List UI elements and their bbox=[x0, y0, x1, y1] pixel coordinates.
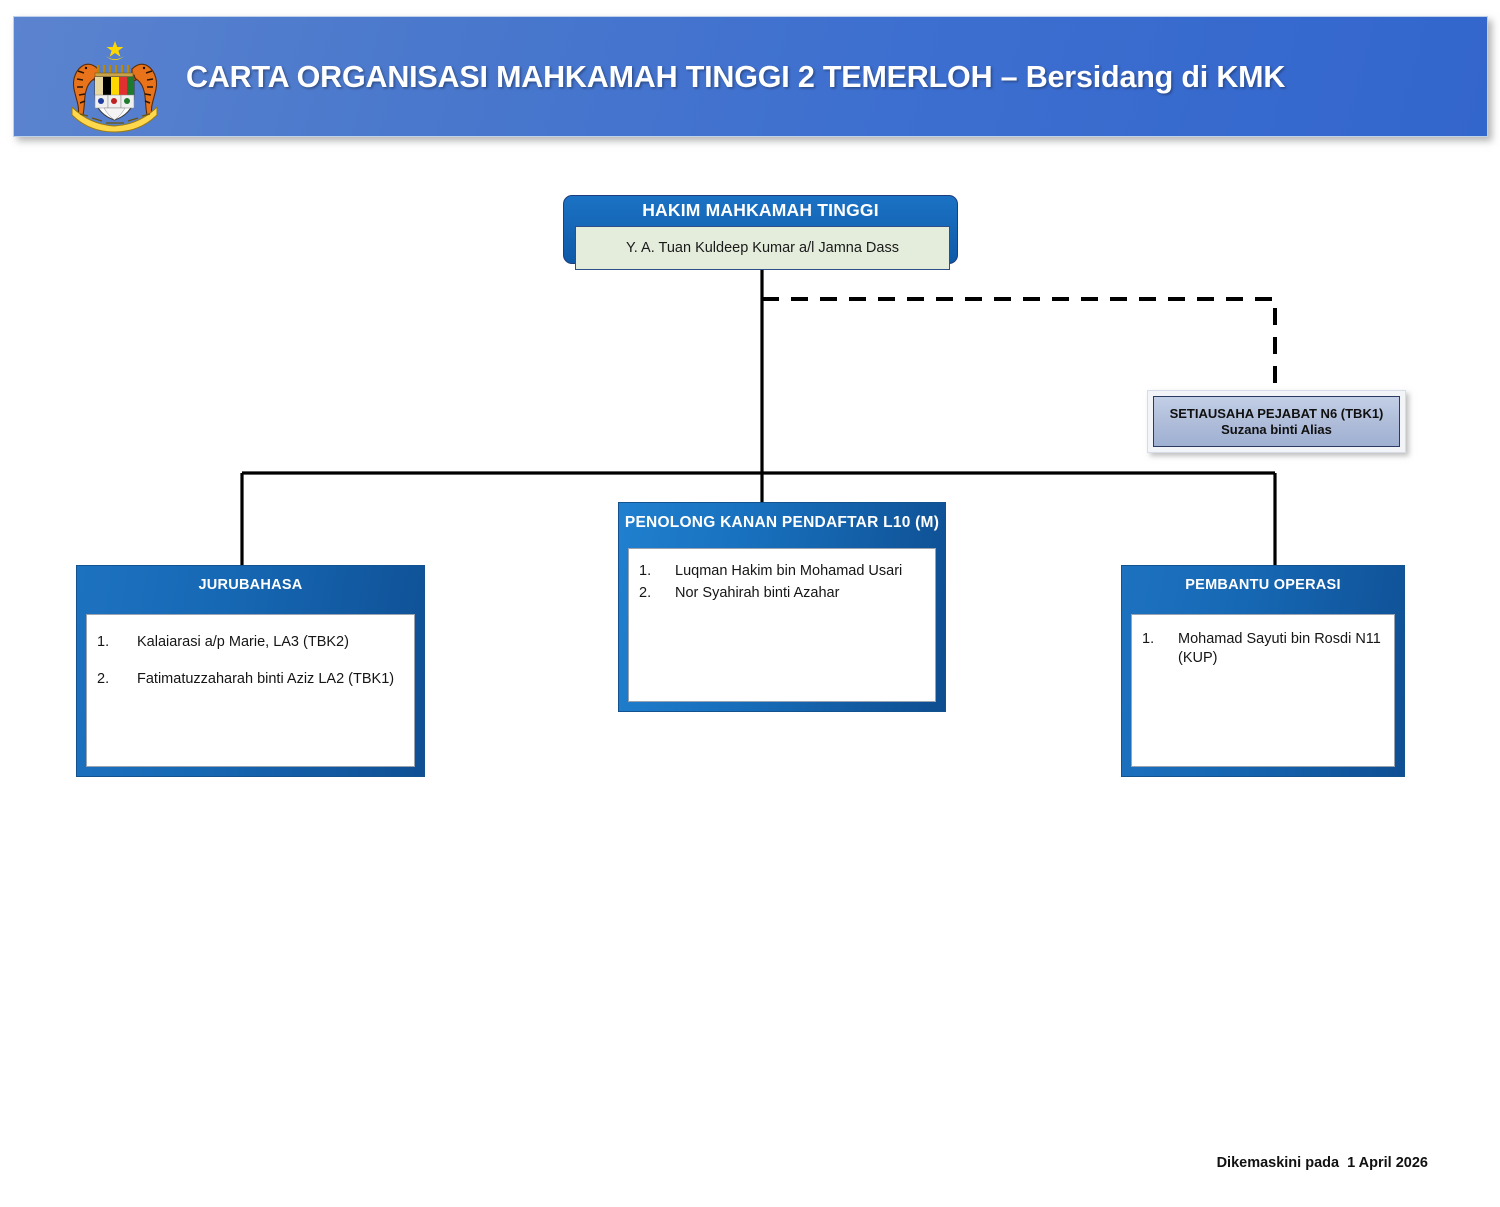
header-banner: CARTA ORGANISASI MAHKAMAH TINGGI 2 TEMER… bbox=[13, 16, 1488, 137]
footer-updated-text: Dikemaskini pada 1 April 2026 bbox=[1216, 1155, 1428, 1171]
node-pembantu-panel: 1. Mohamad Sayuti bin Rosdi N11 (KUP) bbox=[1131, 614, 1395, 767]
node-pkp-panel: 1. Luqman Hakim bin Mohamad Usari 2. Nor… bbox=[628, 548, 936, 702]
jurubahasa-member-list: 1. Kalaiarasi a/p Marie, LA3 (TBK2) 2. F… bbox=[97, 633, 402, 689]
node-penolong-kanan-pendaftar[interactable]: PENOLONG KANAN PENDAFTAR L10 (M) 1. Luqm… bbox=[618, 502, 946, 712]
node-hakim-body[interactable]: Y. A. Tuan Kuldeep Kumar a/l Jamna Dass bbox=[575, 226, 950, 270]
list-item-number: 1. bbox=[639, 563, 652, 579]
node-jurubahasa-panel: 1. Kalaiarasi a/p Marie, LA3 (TBK2) 2. F… bbox=[86, 614, 415, 767]
list-item-number: 1. bbox=[97, 634, 110, 650]
page-title: CARTA ORGANISASI MAHKAMAH TINGGI 2 TEMER… bbox=[186, 60, 1286, 94]
list-item-name: Nor Syahirah binti Azahar bbox=[675, 585, 840, 602]
node-setiausaha-name: Suzana binti Alias bbox=[1221, 422, 1332, 437]
node-setiausaha-pejabat[interactable]: SETIAUSAHA PEJABAT N6 (TBK1) Suzana bint… bbox=[1147, 390, 1406, 453]
list-item: 2. Fatimatuzzaharah binti Aziz LA2 (TBK1… bbox=[97, 670, 402, 689]
list-item-name: Mohamad Sayuti bin Rosdi N11 (KUP) bbox=[1178, 631, 1381, 667]
list-item-number: 2. bbox=[639, 585, 652, 602]
connector-dashed-secretary bbox=[762, 297, 1277, 390]
list-item: 1. Mohamad Sayuti bin Rosdi N11 (KUP) bbox=[1142, 630, 1384, 668]
node-pembantu-title: PEMBANTU OPERASI bbox=[1185, 577, 1341, 593]
node-pkp-header: PENOLONG KANAN PENDAFTAR L10 (M) bbox=[619, 503, 945, 548]
list-item-number: 2. bbox=[97, 671, 110, 688]
node-hakim-name: Y. A. Tuan Kuldeep Kumar a/l Jamna Dass bbox=[626, 240, 899, 256]
malaysia-coat-of-arms-icon bbox=[54, 35, 176, 133]
list-item: 1. Kalaiarasi a/p Marie, LA3 (TBK2) bbox=[97, 633, 402, 652]
node-jurubahasa-title: JURUBAHASA bbox=[198, 577, 303, 593]
node-pembantu-header: PEMBANTU OPERASI bbox=[1122, 566, 1404, 614]
list-item: 1. Luqman Hakim bin Mohamad Usari bbox=[639, 562, 925, 581]
pkp-member-list: 1. Luqman Hakim bin Mohamad Usari 2. Nor… bbox=[639, 562, 925, 603]
node-setiausaha-inner: SETIAUSAHA PEJABAT N6 (TBK1) Suzana bint… bbox=[1153, 396, 1400, 447]
node-jurubahasa-header: JURUBAHASA bbox=[77, 566, 424, 614]
node-pembantu-operasi[interactable]: PEMBANTU OPERASI 1. Mohamad Sayuti bin R… bbox=[1121, 565, 1405, 777]
list-item-name: Kalaiarasi a/p Marie, LA3 (TBK2) bbox=[137, 634, 349, 650]
node-hakim-title: HAKIM MAHKAMAH TINGGI bbox=[642, 200, 879, 220]
node-jurubahasa[interactable]: JURUBAHASA 1. Kalaiarasi a/p Marie, LA3 … bbox=[76, 565, 425, 777]
list-item-name: Luqman Hakim bin Mohamad Usari bbox=[675, 563, 903, 579]
node-setiausaha-title: SETIAUSAHA PEJABAT N6 (TBK1) bbox=[1169, 405, 1384, 421]
node-pkp-title: PENOLONG KANAN PENDAFTAR L10 (M) bbox=[624, 514, 940, 531]
list-item-number: 1. bbox=[1142, 631, 1155, 647]
pembantu-member-list: 1. Mohamad Sayuti bin Rosdi N11 (KUP) bbox=[1142, 630, 1384, 668]
list-item-name: Fatimatuzzaharah binti Aziz LA2 (TBK1) bbox=[137, 671, 395, 688]
list-item: 2. Nor Syahirah binti Azahar bbox=[639, 584, 925, 603]
